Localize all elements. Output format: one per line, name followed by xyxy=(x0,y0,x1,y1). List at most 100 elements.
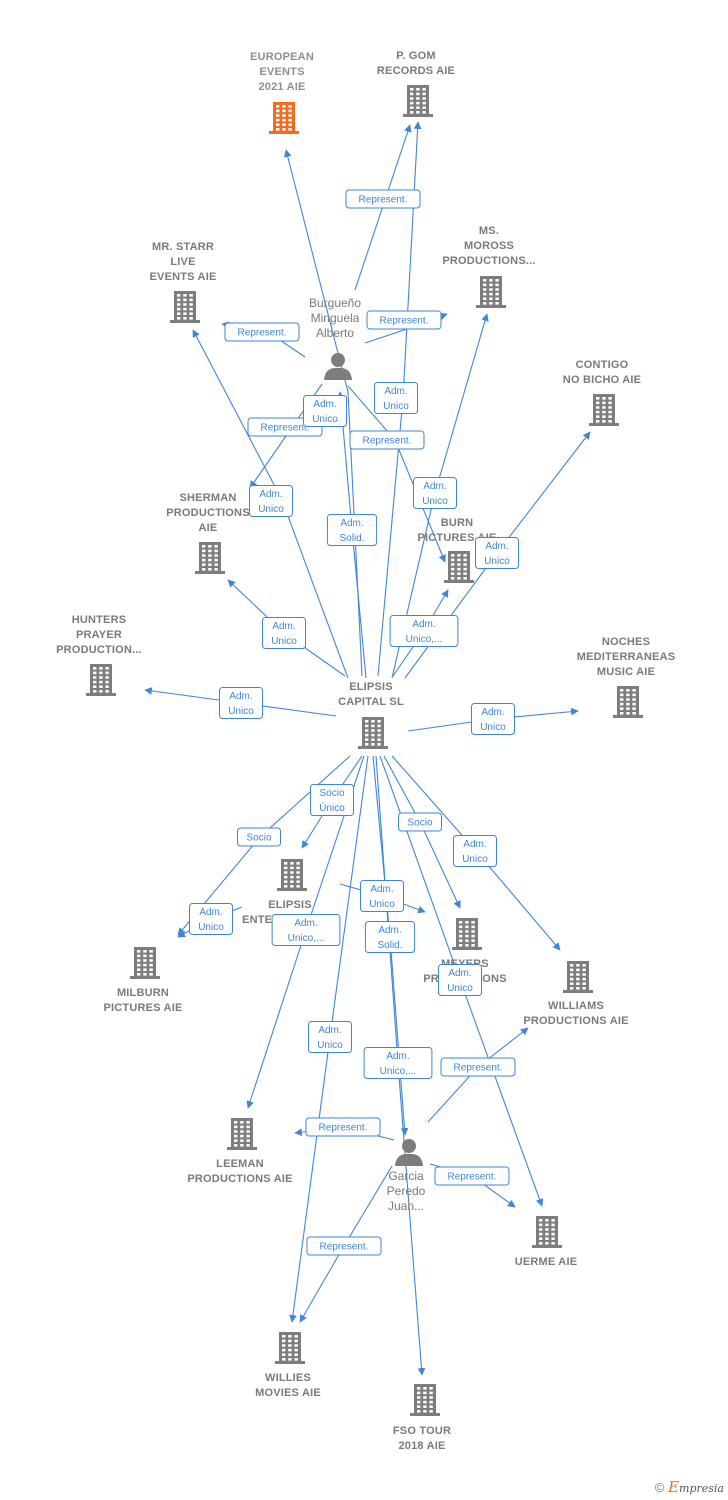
edge-label[interactable]: Adm.Unico xyxy=(249,485,293,517)
edge-label-box[interactable] xyxy=(363,1047,433,1079)
edge-label[interactable]: Represent. xyxy=(305,1117,381,1137)
edge-label[interactable]: Adm.Unico xyxy=(471,703,515,735)
edge-label[interactable]: Adm.Unico xyxy=(438,964,482,996)
edge-label-text: Adm. xyxy=(272,621,295,632)
node-hunters[interactable]: HUNTERSPRAYERPRODUCTION... xyxy=(56,614,142,696)
edge-label[interactable]: Adm.Solid. xyxy=(326,514,378,546)
edge-label[interactable]: Represent. xyxy=(440,1057,516,1077)
edge-label[interactable]: Adm.Unico,... xyxy=(363,1047,433,1079)
edge-label[interactable]: Represent. xyxy=(349,430,425,450)
edge-label-box[interactable] xyxy=(413,477,457,509)
edge-label[interactable]: Adm.Unico,... xyxy=(389,615,459,647)
edge-label[interactable]: Adm.Unico xyxy=(453,835,497,867)
node-msmoross[interactable]: MS.MOROSSPRODUCTIONS... xyxy=(442,225,535,308)
edge-label-box[interactable] xyxy=(224,322,300,342)
edge-label-box[interactable] xyxy=(438,964,482,996)
edge-label-box[interactable] xyxy=(237,827,281,847)
edge-label-box[interactable] xyxy=(475,537,519,569)
edge-label[interactable]: Adm. Unico xyxy=(262,617,306,649)
edge-label[interactable]: Represent. xyxy=(434,1166,510,1186)
brand-initial: E xyxy=(668,1478,680,1496)
edge-label-box[interactable] xyxy=(303,395,347,427)
edge-label-box[interactable] xyxy=(471,703,515,735)
edge-label-box[interactable] xyxy=(306,1236,382,1256)
edge-label-box[interactable] xyxy=(434,1166,510,1186)
edge-label[interactable]: Represent. xyxy=(345,189,421,209)
edge-label[interactable]: Adm.Unico xyxy=(475,537,519,569)
edge-label[interactable]: Adm.Unico xyxy=(374,382,418,414)
edge-label-box[interactable] xyxy=(389,615,459,647)
edge-label-text: Unico xyxy=(369,899,395,910)
edge-label[interactable]: Adm.Unico xyxy=(413,477,457,509)
node-uerme[interactable]: UERME AIE xyxy=(515,1216,578,1268)
edge-label-box[interactable] xyxy=(366,310,442,330)
edge-label-box[interactable] xyxy=(374,382,418,414)
edge-label-text: Solid. xyxy=(377,940,402,951)
edge-label-box[interactable] xyxy=(345,189,421,209)
edge-label[interactable]: Adm.Unico xyxy=(360,880,404,912)
building-icon xyxy=(563,961,593,993)
node-label: Peredo xyxy=(387,1184,426,1198)
edge-label[interactable]: Adm.Unico xyxy=(308,1021,352,1053)
copyright-symbol: © xyxy=(654,1480,665,1495)
edge-label-text: Unico xyxy=(271,636,297,647)
building-icon xyxy=(410,1384,440,1416)
edge-label-box[interactable] xyxy=(349,430,425,450)
edge-label-text: Represent. xyxy=(319,1123,368,1134)
edge-label-text: Adm. xyxy=(386,1051,409,1062)
edge-label-text: Represent. xyxy=(238,328,287,339)
edge-label[interactable]: Socio xyxy=(237,827,281,847)
edge-label-box[interactable] xyxy=(262,617,306,649)
edge-label-text: Adm. xyxy=(463,839,486,850)
edge-label-box[interactable] xyxy=(398,812,442,832)
edge-label-box[interactable] xyxy=(440,1057,516,1077)
edge-label-box[interactable] xyxy=(308,1021,352,1053)
node-label: Minguela xyxy=(311,311,360,325)
edge-label[interactable]: Socio xyxy=(398,812,442,832)
edge-label-box[interactable] xyxy=(310,784,354,816)
edge-label-text: Adm. xyxy=(340,518,363,529)
edge-label-text: Unico xyxy=(198,922,224,933)
edge-label[interactable]: Adm.Solid. xyxy=(364,921,416,953)
edge-label-box[interactable] xyxy=(360,880,404,912)
node-label: MS. xyxy=(479,225,499,237)
node-garcia[interactable]: GarciaPeredoJuan... xyxy=(387,1139,426,1213)
node-label: PRODUCTIONS AIE xyxy=(187,1173,292,1185)
edge-label-box[interactable] xyxy=(305,1117,381,1137)
edge-label-box[interactable] xyxy=(364,921,416,953)
edge-label[interactable]: Adm.Unico,... xyxy=(271,914,341,946)
edge-label-text: Unico xyxy=(422,496,448,507)
building-icon xyxy=(444,551,474,583)
edge-label[interactable]: Adm.Unico xyxy=(303,395,347,427)
edge-label[interactable]: Represent. xyxy=(306,1236,382,1256)
edge-label-box[interactable] xyxy=(189,903,233,935)
building-icon xyxy=(275,1332,305,1364)
edge-label[interactable]: Represent. xyxy=(224,322,300,342)
node-label: Garcia xyxy=(388,1169,424,1183)
edge-label-box[interactable] xyxy=(326,514,378,546)
node-label: MILBURN xyxy=(117,987,169,999)
edge-label[interactable]: Represent. xyxy=(366,310,442,330)
edge-label[interactable]: Adm.Unico xyxy=(219,687,263,719)
edge-label-text: Represent. xyxy=(454,1063,503,1074)
edge-labels-layer: Represent. Represent. Represent. Represent.… xyxy=(189,189,519,1256)
edge-label-box[interactable] xyxy=(453,835,497,867)
edge-label-box[interactable] xyxy=(219,687,263,719)
edge-label-box[interactable] xyxy=(271,914,341,946)
edge-label-box[interactable] xyxy=(249,485,293,517)
edge-label[interactable]: Adm.Unico xyxy=(189,903,233,935)
